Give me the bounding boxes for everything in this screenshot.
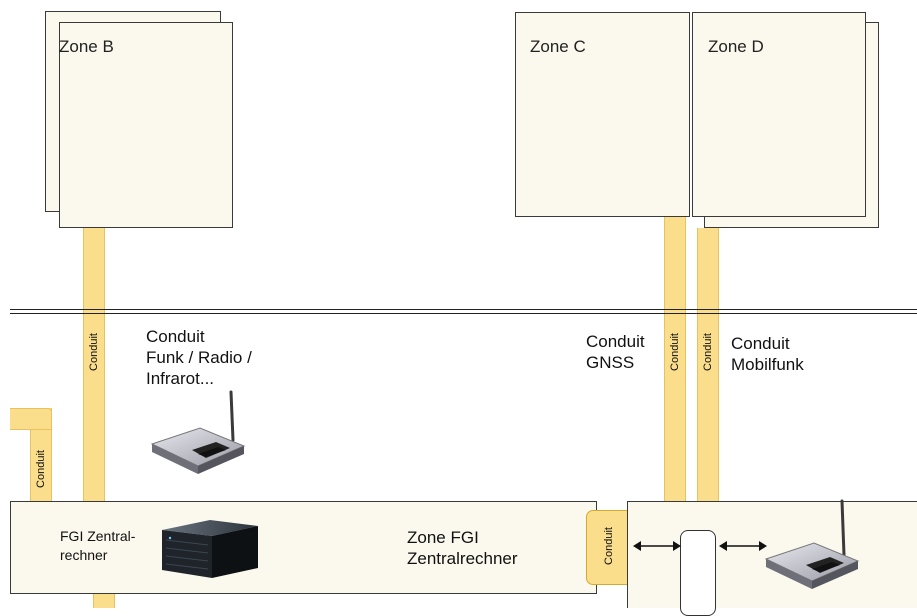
conduit-connector-label: Conduit bbox=[603, 527, 615, 565]
zone-boundary-line-top bbox=[10, 309, 917, 310]
server-rack-icon bbox=[162, 520, 258, 578]
conduit-pipe-left-label: Conduit bbox=[35, 450, 47, 488]
zone-b-box[interactable] bbox=[59, 22, 233, 228]
mobile-device-shape[interactable] bbox=[680, 530, 716, 616]
conduit-gnss-label: Conduit GNSS bbox=[586, 332, 645, 372]
zone-boundary-line-bottom bbox=[10, 313, 917, 314]
conduit-pipe-mobilfunk-label: Conduit bbox=[702, 333, 714, 371]
zone-d-label: Zone D bbox=[708, 37, 764, 56]
zone-fgi-box[interactable] bbox=[10, 501, 597, 594]
conduit-pipe-left[interactable] bbox=[30, 408, 52, 502]
conduit-pipe-mobilfunk[interactable] bbox=[697, 228, 719, 503]
double-arrow-icon bbox=[719, 541, 767, 551]
conduit-pipe-gnss-label: Conduit bbox=[669, 333, 681, 371]
conduit-pipe-gnss[interactable] bbox=[664, 217, 686, 503]
zone-b-label: Zone B bbox=[59, 37, 114, 56]
zone-d-box[interactable] bbox=[692, 12, 866, 217]
wireless-router-icon bbox=[150, 390, 246, 474]
zone-c-box[interactable] bbox=[515, 12, 690, 217]
conduit-connector-block[interactable] bbox=[586, 510, 633, 585]
conduit-pipe-zone-b-label: Conduit bbox=[88, 333, 100, 371]
zone-c-label: Zone C bbox=[530, 37, 586, 56]
conduit-pipe-bottom[interactable] bbox=[93, 594, 115, 608]
conduit-pipe-left-elbow bbox=[10, 408, 52, 430]
conduit-radio-label: Conduit Funk / Radio / Infrarot... bbox=[146, 327, 252, 388]
zone-right-box[interactable] bbox=[627, 501, 917, 608]
zone-fgi-label: Zone FGI Zentralrechner bbox=[407, 528, 518, 568]
double-arrow-icon bbox=[633, 541, 681, 551]
fgi-server-label: FGI Zentral- rechner bbox=[60, 528, 136, 563]
wireless-router-icon bbox=[764, 499, 860, 589]
conduit-mobilfunk-label: Conduit Mobilfunk bbox=[731, 334, 804, 374]
conduit-pipe-zone-b[interactable] bbox=[83, 228, 105, 502]
